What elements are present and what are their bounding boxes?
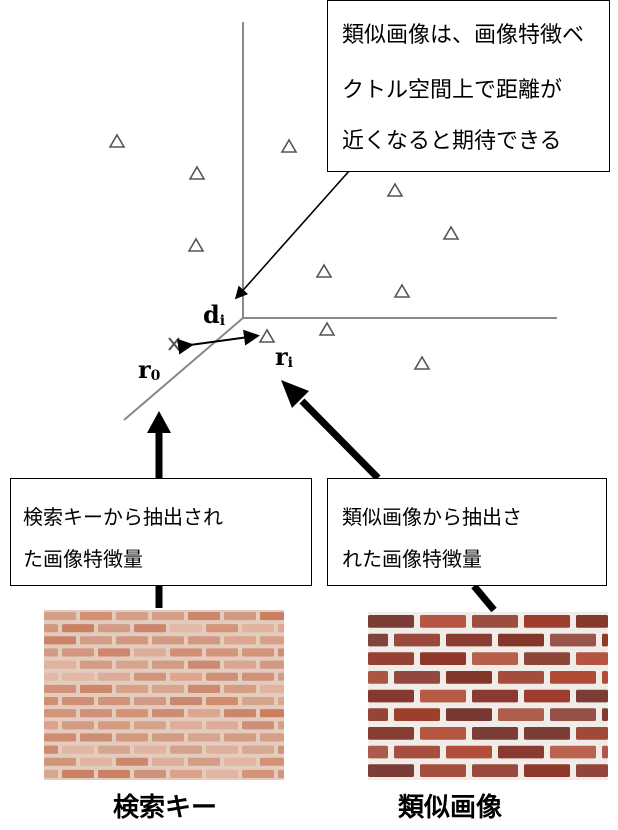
triangle-marker <box>188 165 206 180</box>
distance-label: di <box>203 300 226 329</box>
callout-line: クトル空間上で距離が <box>342 78 563 103</box>
triangle-marker <box>280 138 298 153</box>
similar-image <box>368 612 608 780</box>
triangle-marker <box>442 225 460 240</box>
data-points <box>108 133 460 370</box>
query-feature-arrow-head <box>147 411 171 433</box>
similar-vector-label: ri <box>275 342 293 371</box>
callout-line: た画像特徴量 <box>23 547 143 571</box>
query-image <box>44 610 284 780</box>
query-point-marker <box>168 337 180 351</box>
callout-pointer <box>234 169 351 300</box>
similar-feature-callout: 類似画像から抽出さ れた画像特徴量 <box>327 478 607 586</box>
callout-line: 近くなると期待できる <box>342 129 562 154</box>
triangle-marker <box>108 133 126 148</box>
triangle-marker <box>258 328 276 343</box>
triangle-marker <box>315 263 333 278</box>
callout-line: 検索キーから抽出され <box>23 505 223 529</box>
callout-line: れた画像特徴量 <box>342 547 482 571</box>
similar-image-connector <box>471 583 497 613</box>
triangle-marker <box>187 237 205 252</box>
callout-line: 類似画像は、画像特徴ベ <box>342 23 585 48</box>
query-caption: 検索キー <box>112 793 217 823</box>
callout-line: 類似画像から抽出さ <box>342 505 522 529</box>
similarity-explanation-callout: 類似画像は、画像特徴ベ クトル空間上で距離が 近くなると期待できる <box>327 0 610 172</box>
query-vector-label: r0 <box>138 355 161 384</box>
distance-arrow <box>177 329 260 355</box>
similar-feature-arrow-head <box>281 380 309 408</box>
similar-caption: 類似画像 <box>397 793 502 823</box>
query-feature-callout: 検索キーから抽出され た画像特徴量 <box>10 478 312 586</box>
triangle-marker <box>386 182 404 197</box>
triangle-marker <box>318 321 336 336</box>
triangle-marker <box>413 355 431 370</box>
similar-feature-arrow-shaft <box>299 398 381 481</box>
triangle-marker <box>393 283 411 298</box>
